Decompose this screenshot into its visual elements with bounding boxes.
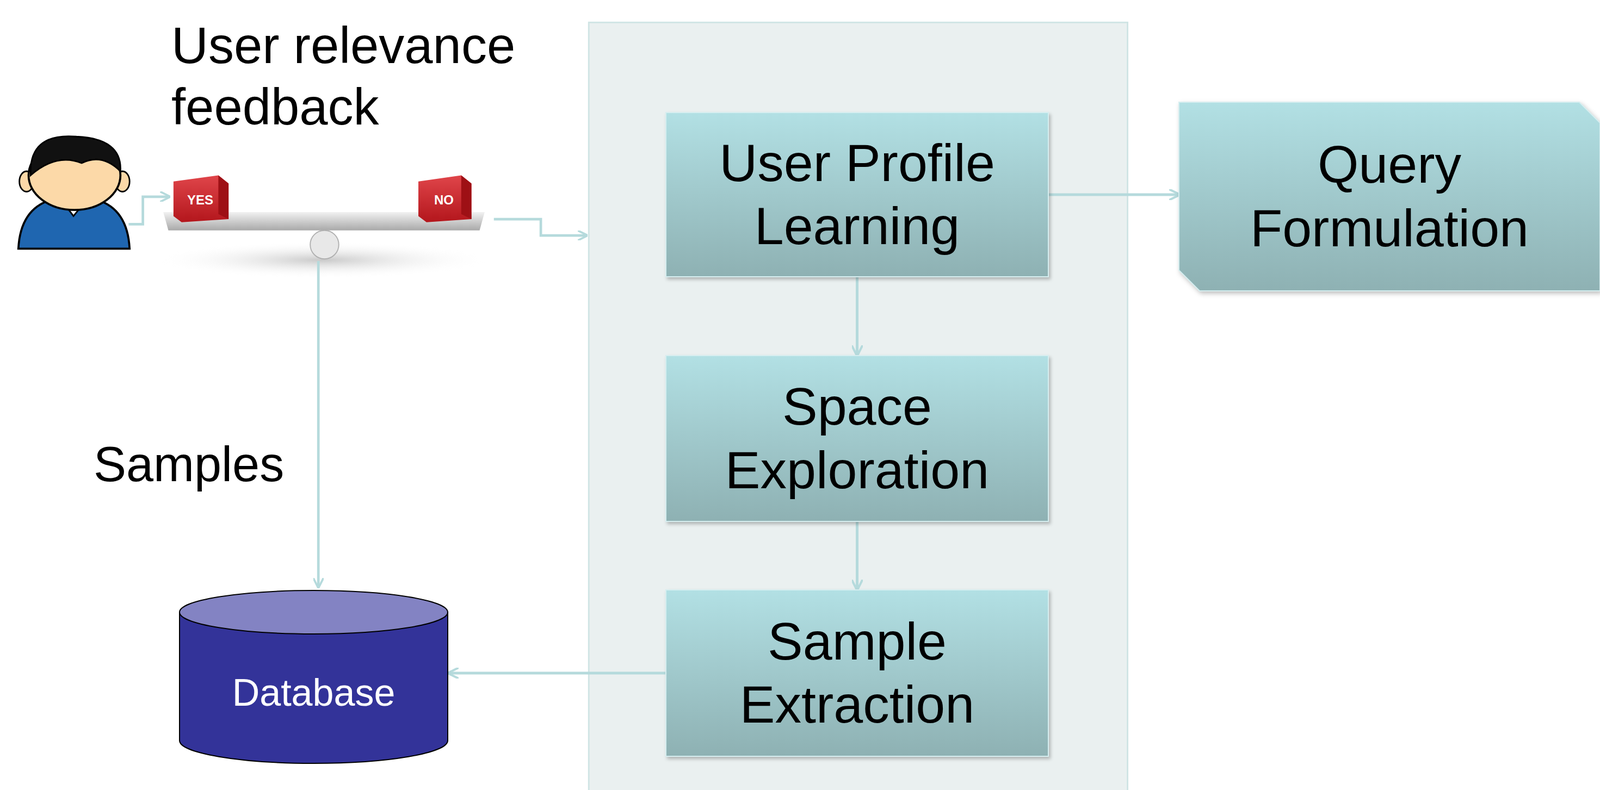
node-text: User Profile Learning	[682, 131, 1032, 259]
node-text: Query Formulation	[1200, 133, 1579, 261]
database-cylinder: Database	[178, 589, 449, 764]
process-panel	[588, 22, 1128, 790]
seesaw-illustration	[153, 175, 491, 279]
tag-outline	[1178, 102, 1600, 292]
output-box: Query Formulation	[1178, 102, 1600, 292]
button-label: NO	[417, 193, 471, 207]
feedback-wire	[493, 219, 588, 236]
process-box: User Profile Learning	[665, 112, 1049, 278]
user-icon	[18, 136, 130, 250]
node-text: Database	[232, 670, 396, 716]
flow-arrow	[855, 277, 859, 356]
node-text: Space Exploration	[682, 375, 1032, 503]
flow-arrow	[1048, 193, 1179, 197]
button-label: YES	[174, 193, 227, 207]
node-text: Sample Extraction	[682, 610, 1032, 738]
process-box: Space Exploration	[665, 355, 1049, 523]
flow-arrow	[855, 522, 859, 590]
flow-arrow	[448, 672, 666, 676]
process-box: Sample Extraction	[665, 589, 1049, 758]
flow-label: Samples	[93, 435, 323, 494]
samples-wire	[317, 261, 320, 588]
feedback-wire	[128, 196, 170, 225]
heading-label: User relevance feedback	[171, 15, 564, 139]
